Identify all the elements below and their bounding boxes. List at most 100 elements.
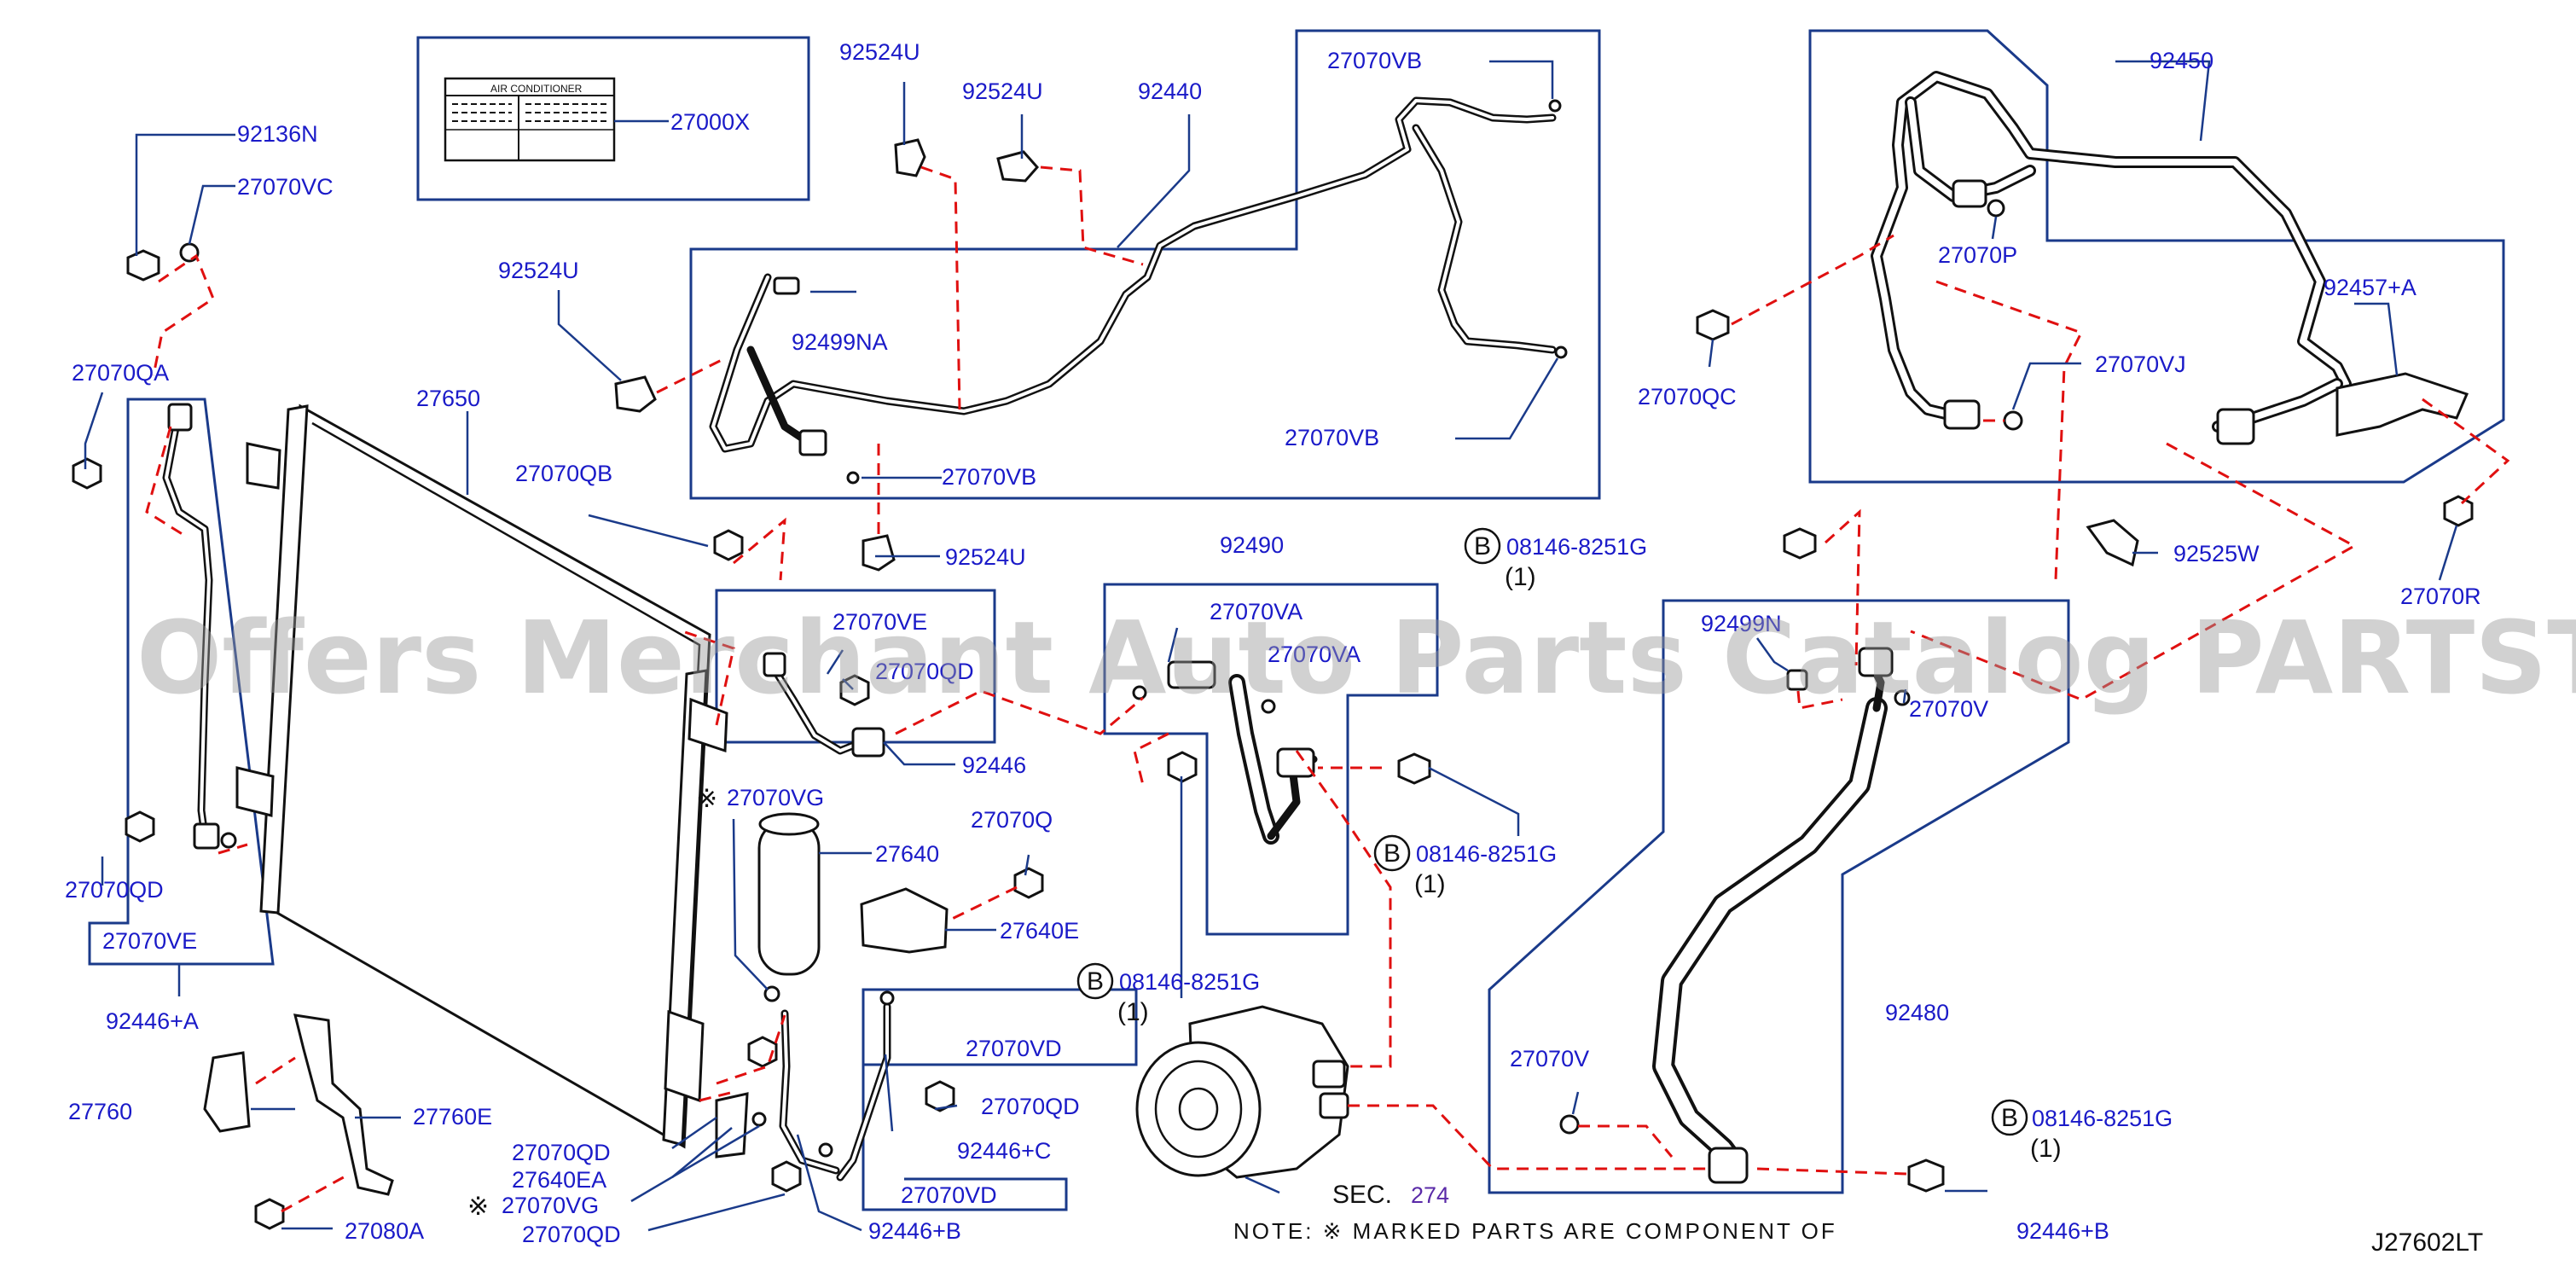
dash-92490: [1295, 750, 1392, 1068]
label-08146-b[interactable]: 08146-8251G: [1416, 841, 1557, 867]
label-27070vd-b[interactable]: 27070VD: [901, 1182, 997, 1208]
label-92490[interactable]: 92490: [1220, 532, 1284, 558]
label-27070vb-a[interactable]: 27070VB: [1327, 48, 1422, 73]
compressor: [1135, 1005, 1349, 1179]
qty-08146-b: (1): [1414, 870, 1446, 898]
label-27640ea[interactable]: 27640EA: [512, 1167, 606, 1193]
label-27070vg-a[interactable]: 27070VG: [727, 785, 824, 810]
clip-92524u-a: [894, 138, 926, 177]
label-sec-274[interactable]: 274: [1411, 1182, 1449, 1208]
fitting-92440-low: [798, 429, 827, 456]
label-27000x[interactable]: 27000X: [670, 109, 750, 135]
compressor-port-a: [1312, 1060, 1346, 1089]
label-92524u-c[interactable]: 92524U: [498, 258, 579, 283]
watermark: Offers Merchant Auto Parts Catalog PARTS…: [136, 599, 2576, 717]
oring-27070vj: [2003, 410, 2023, 431]
label-plate-frame: [416, 36, 810, 201]
label-27070qd-b[interactable]: 27070QD: [65, 877, 164, 903]
label-27070qb[interactable]: 27070QB: [515, 461, 612, 486]
note-part-92446b[interactable]: 92446+B: [2016, 1218, 2109, 1244]
label-27070qd-d[interactable]: 27070QD: [522, 1222, 621, 1247]
label-92446[interactable]: 92446: [962, 752, 1026, 778]
label-92499na[interactable]: 92499NA: [792, 329, 888, 355]
compressor-port-b: [1319, 1092, 1349, 1119]
clip-92524u-b: [996, 150, 1039, 183]
hose-92490: [1132, 660, 1318, 845]
label-92440[interactable]: 92440: [1138, 78, 1202, 104]
pipe-92446b-in: [781, 1012, 838, 1172]
label-92525w[interactable]: 92525W: [2173, 541, 2260, 566]
label-27070vj[interactable]: 27070VJ: [2095, 351, 2186, 377]
dash-qb: [733, 517, 786, 581]
clips: [614, 138, 2139, 572]
label-27070ve-b[interactable]: 27070VE: [102, 928, 197, 954]
label-27070r[interactable]: 27070R: [2400, 584, 2481, 609]
pipe-92446-body-in: [770, 664, 863, 752]
label-92524u-b[interactable]: 92524U: [962, 78, 1043, 104]
label-27070va-b[interactable]: 27070VA: [1268, 642, 1361, 667]
condenser-core: [270, 404, 711, 1149]
label-27070qd-c[interactable]: 27070QD: [512, 1140, 611, 1165]
label-08146-c[interactable]: 08146-8251G: [1119, 969, 1260, 995]
pipe-92440: [709, 96, 1568, 485]
fitting-92490-bottom: [1276, 747, 1315, 778]
label-27070q[interactable]: 27070Q: [971, 807, 1053, 833]
dash-92490-left: [1133, 732, 1169, 786]
label-08146-d[interactable]: 08146-8251G: [2032, 1106, 2173, 1131]
oring-27070vd-b: [818, 1142, 833, 1158]
label-92446b[interactable]: 92446+B: [868, 1218, 961, 1244]
condenser-bracket-mid: [235, 766, 275, 817]
label-27640e[interactable]: 27640E: [1000, 918, 1079, 944]
bolt-callouts: B B B B: [1076, 527, 2028, 1136]
label-27070ve-a[interactable]: 27070VE: [833, 609, 927, 635]
receiver-drier-27640: [757, 812, 821, 976]
bolt-27070qd-c: [771, 1160, 802, 1193]
label-27640[interactable]: 27640: [875, 841, 939, 867]
label-92524u-d[interactable]: 92524U: [945, 544, 1026, 570]
frame-92450: [1808, 29, 2505, 484]
label-92446a[interactable]: 92446+A: [106, 1008, 199, 1034]
dash-clip-b: [1040, 166, 1144, 266]
qty-08146-a: (1): [1505, 563, 1536, 591]
label-27760e[interactable]: 27760E: [413, 1104, 492, 1130]
label-27070va-a[interactable]: 27070VA: [1210, 599, 1303, 624]
circle-b-c: [1076, 962, 1114, 1000]
bolt-08146-top: [1783, 527, 1817, 560]
label-27070p[interactable]: 27070P: [1938, 242, 2017, 268]
bracket-27760e: [293, 1013, 394, 1196]
label-92136n[interactable]: 92136N: [237, 121, 318, 147]
label-92524u-a[interactable]: 92524U: [839, 39, 920, 65]
dash-bracket-27760: [255, 1056, 296, 1085]
bracket-27640ea: [715, 1092, 749, 1159]
label-92446c[interactable]: 92446+C: [957, 1138, 1051, 1164]
label-27070vc[interactable]: 27070VC: [237, 174, 334, 200]
label-27650[interactable]: 27650: [416, 386, 480, 411]
label-27760[interactable]: 27760: [68, 1099, 132, 1124]
dash-bolt-27080a: [281, 1172, 351, 1213]
label-27070qd-a[interactable]: 27070QD: [875, 659, 974, 684]
label-92457a[interactable]: 92457+A: [2324, 275, 2416, 300]
label-27070qa[interactable]: 27070QA: [72, 360, 169, 386]
mark-27070vg-a: ※: [696, 785, 717, 813]
label-27070vb-c[interactable]: 27070VB: [942, 464, 1036, 490]
label-27080a[interactable]: 27080A: [345, 1218, 424, 1244]
label-27070v-b[interactable]: 27070V: [1510, 1046, 1589, 1071]
circle-b-a: [1464, 527, 1501, 565]
dash-drier: [716, 1014, 786, 1085]
clip-92524u-d: [862, 534, 896, 572]
label-92499n[interactable]: 92499N: [1701, 611, 1782, 636]
label-08146-a[interactable]: 08146-8251G: [1506, 534, 1647, 560]
dash-condenser-right: [682, 630, 735, 726]
label-27070qc[interactable]: 27070QC: [1638, 384, 1737, 409]
label-27070v-a[interactable]: 27070V: [1909, 696, 1988, 722]
clip-92525w: [2086, 519, 2139, 567]
label-27070vd-a[interactable]: 27070VD: [966, 1036, 1062, 1061]
fitting-92450-a: [2216, 408, 2255, 445]
label-92480[interactable]: 92480: [1885, 1000, 1949, 1025]
label-92450[interactable]: 92450: [2150, 48, 2213, 73]
label-27070qd-e[interactable]: 27070QD: [981, 1094, 1080, 1119]
label-27070vb-b[interactable]: 27070VB: [1285, 425, 1379, 450]
circle-b-a-letter: B: [1474, 532, 1491, 560]
pipe-92450-body-in: [1873, 73, 2349, 423]
label-27070vg-b[interactable]: 27070VG: [502, 1193, 599, 1218]
